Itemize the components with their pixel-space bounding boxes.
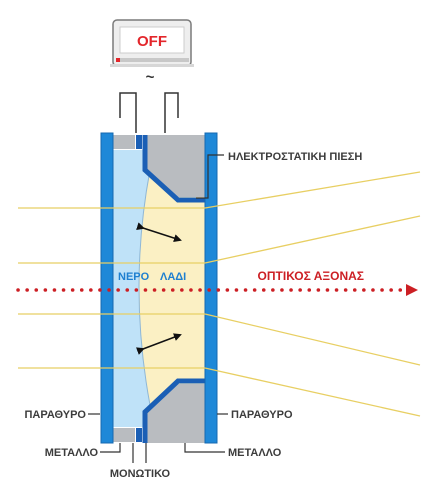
power-led-icon bbox=[116, 58, 120, 62]
top-left-metal-pad bbox=[113, 135, 135, 149]
ray-1-exit bbox=[204, 171, 421, 209]
window-left-label: ΠΑΡΑΘΥΡΟ bbox=[24, 409, 86, 421]
top-insulator-layer bbox=[142, 135, 205, 203]
bottom-insulator-layer bbox=[142, 378, 205, 443]
oil-label: ΛΑΔΙ bbox=[160, 271, 186, 283]
metal-left-label: ΜΕΤΑΛΛΟ bbox=[45, 447, 99, 459]
ray-2-exit bbox=[204, 215, 421, 264]
window-right-label: ΠΑΡΑΘΥΡΟ bbox=[231, 409, 293, 421]
optical-axis-label: ΟΠΤΙΚΟΣ ΑΞΟΝΑΣ bbox=[258, 269, 364, 283]
water-label: ΝΕΡΟ bbox=[118, 271, 150, 283]
power-wires bbox=[119, 92, 179, 133]
display-text: OFF bbox=[137, 33, 167, 50]
insulator-label: ΜΟΝΩΤΙΚΟ bbox=[110, 468, 171, 480]
double-arrow-icon bbox=[136, 222, 182, 242]
meniscus-motion-arrows bbox=[135, 222, 182, 355]
light-rays bbox=[18, 171, 421, 417]
electrostatic-pressure-leader bbox=[196, 154, 224, 199]
ray-4-exit bbox=[204, 367, 421, 417]
electrostatic-pressure-label: ΗΛΕΚΤΡΟΣΤΑΤΙΚΗ ΠΙΕΣΗ bbox=[228, 151, 362, 163]
optical-axis-arrowhead-icon bbox=[406, 284, 418, 296]
oil-region bbox=[139, 170, 205, 405]
lens-body bbox=[100, 132, 218, 444]
metal-right-label: ΜΕΤΑΛΛΟ bbox=[228, 447, 282, 459]
ac-symbol: ~ bbox=[146, 69, 155, 86]
bottom-metal-electrode bbox=[147, 384, 205, 443]
meniscus-boundary bbox=[138, 169, 151, 406]
ray-3-exit bbox=[204, 313, 421, 366]
right-window bbox=[204, 132, 218, 444]
left-window bbox=[100, 132, 114, 444]
top-metal-electrode bbox=[147, 135, 205, 197]
power-display: OFF bbox=[110, 19, 194, 67]
double-arrow-icon bbox=[135, 333, 182, 355]
bottom-left-metal-pad bbox=[113, 428, 135, 442]
